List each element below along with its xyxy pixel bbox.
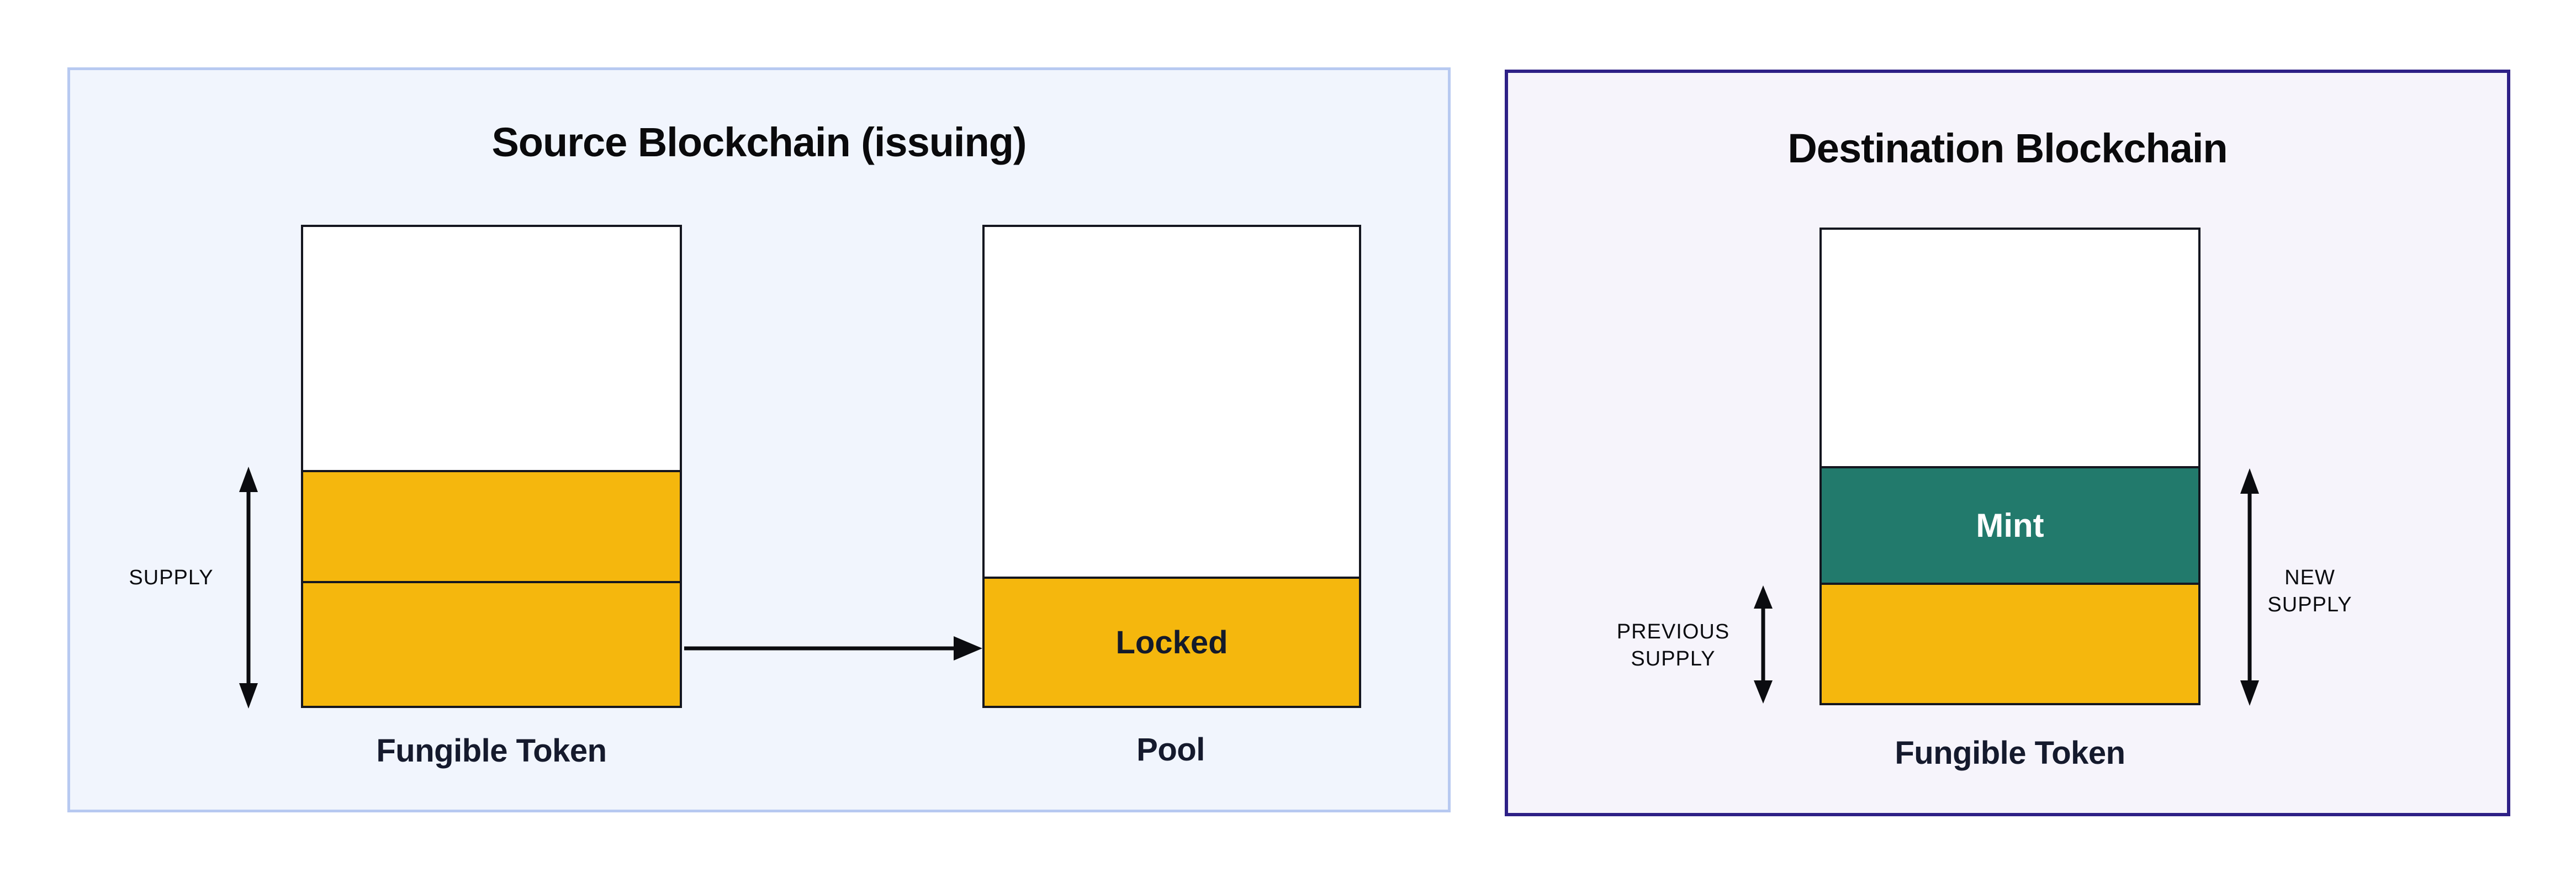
source-token-bar (301, 225, 682, 708)
new-supply-label: NEW SUPPLY (2224, 564, 2395, 618)
source-fungible-token-caption: Fungible Token (376, 733, 607, 769)
source-supply-lower-section (303, 581, 680, 706)
source-panel-title: Source Blockchain (issuing) (491, 119, 1027, 165)
previous-supply-range-arrow-icon (1750, 585, 1776, 704)
destination-panel-title: Destination Blockchain (1787, 125, 2228, 171)
new-supply-label-line2: SUPPLY (2267, 593, 2352, 616)
previous-supply-label: PREVIOUS SUPPLY (1588, 619, 1759, 672)
previous-supply-section (1822, 583, 2198, 703)
new-supply-label-line1: NEW (2284, 566, 2335, 589)
previous-supply-label-line1: PREVIOUS (1616, 620, 1730, 643)
source-supply-upper-section (303, 470, 680, 581)
new-supply-range-arrow-icon (2236, 468, 2263, 706)
previous-supply-label-line2: SUPPLY (1631, 647, 1716, 670)
transfer-arrow-icon (684, 632, 982, 665)
destination-fungible-token-caption: Fungible Token (1895, 735, 2125, 771)
mint-label: Mint (1976, 507, 2044, 544)
destination-unminted-section (1822, 230, 2198, 466)
supply-range-arrow-icon (235, 467, 262, 709)
pool-caption: Pool (1136, 732, 1205, 768)
pool-empty-section (985, 227, 1359, 577)
destination-token-bar: Mint (1819, 228, 2201, 705)
pool-bar: Locked (982, 225, 1361, 708)
source-unminted-section (303, 227, 680, 470)
locked-label: Locked (1115, 624, 1228, 661)
mint-section: Mint (1822, 466, 2198, 583)
locked-section: Locked (985, 577, 1359, 706)
supply-label: SUPPLY (129, 566, 214, 589)
